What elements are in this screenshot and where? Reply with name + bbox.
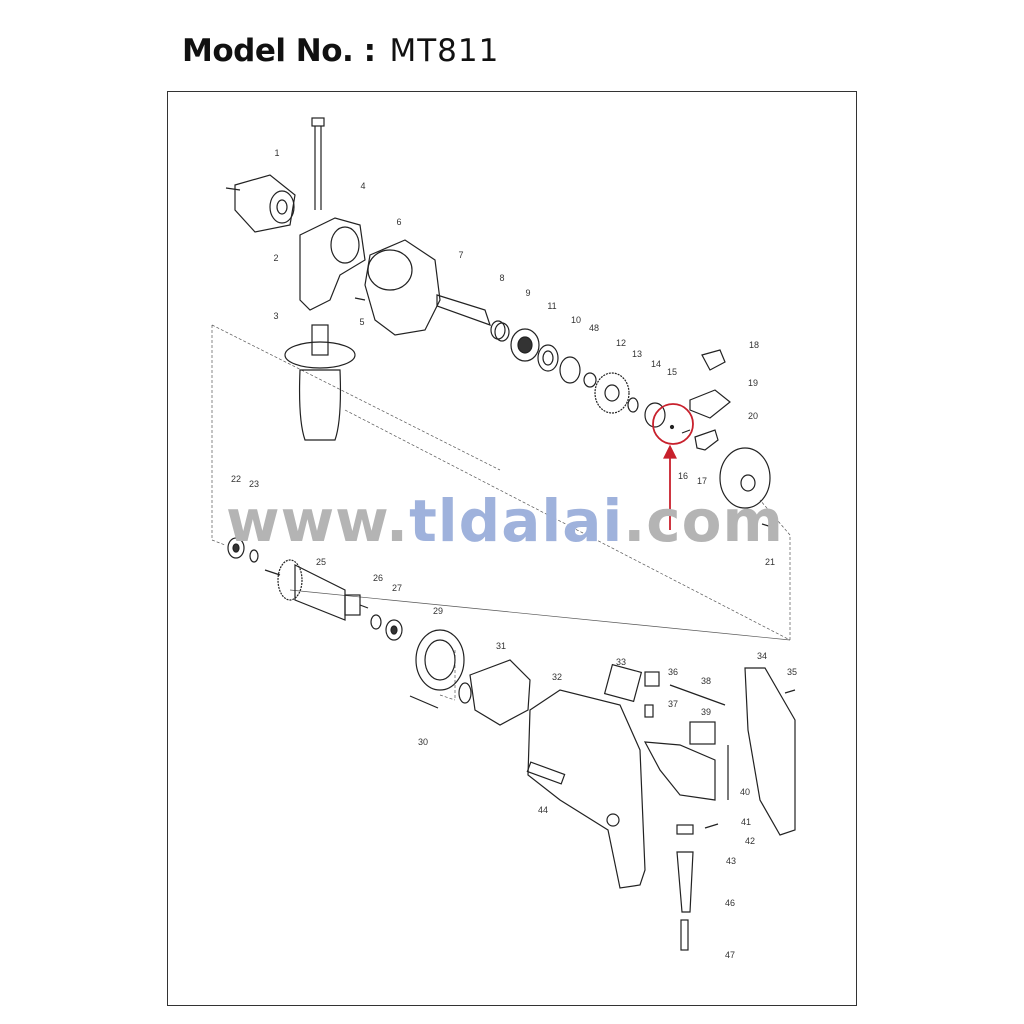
part-condenser [669,684,726,706]
part-screw [761,523,776,529]
part-number-label: 3 [273,311,279,321]
part-chuck [225,174,296,233]
part-handle-cover [744,667,796,836]
part-armature [264,559,369,621]
part-number-label: 32 [551,672,563,682]
part-cord [680,919,689,951]
part-bearing-box [719,447,771,509]
part-pin [681,429,691,434]
part-screw-42 [704,823,719,829]
part-number-label: 21 [764,557,776,567]
part-number-label: 27 [391,583,403,593]
part-number-label: 41 [740,817,752,827]
part-lock-ring [627,397,639,413]
model-title: Model No. : MT811 [182,33,499,69]
part-number-label: 31 [495,641,507,651]
watermark-prefix: www. [226,487,410,555]
part-number-label: 38 [700,676,712,686]
part-number-label: 4 [360,181,366,191]
part-depth-rod [311,117,325,210]
part-number-label: 44 [537,805,549,815]
part-number-label: 25 [315,557,327,567]
part-cord-guard [676,851,694,913]
part-switch [643,741,716,801]
part-number-label: 26 [372,573,384,583]
part-number-label: 15 [666,367,678,377]
part-ball-bearing [510,328,540,362]
part-number-label: 19 [747,378,759,388]
watermark: www.tldalai.com [226,492,784,550]
model-label: Model No. : [182,33,376,69]
part-needle-bearing [583,372,597,388]
part-number-label: 47 [724,950,736,960]
part-number-label: 5 [359,317,365,327]
part-gear-housing [354,239,441,336]
part-number-label: 16 [677,471,689,481]
part-lever [701,349,726,371]
part-number-label: 42 [744,836,756,846]
part-number-label: 22 [230,474,242,484]
part-washer-26 [370,614,382,630]
part-number-label: 33 [615,657,627,667]
part-name-plate [603,663,643,703]
part-number-label: 1 [274,148,280,158]
part-spur-gear [594,372,630,414]
part-number-label: 2 [273,253,279,263]
part-number-label: 43 [725,856,737,866]
part-number-label: 39 [700,707,712,717]
part-number-label: 37 [667,699,679,709]
part-bearing-27 [385,619,403,641]
part-number-label: 34 [756,651,768,661]
part-change-lever [689,389,731,419]
part-number-label: 14 [650,359,662,369]
part-spindle [436,294,491,326]
part-washer [537,344,559,372]
watermark-suffix: .com [623,487,784,555]
part-number-label: 20 [747,411,759,421]
part-field [458,659,531,726]
part-number-label: 17 [696,476,708,486]
diagram-frame [167,91,857,1006]
model-number: MT811 [389,33,500,69]
part-strain-relief [676,824,694,835]
part-number-label: 10 [570,315,582,325]
part-noise-suppressor [689,721,716,745]
part-number-label: 7 [458,250,464,260]
part-carbon-brush [644,704,654,718]
part-number-label: 36 [667,667,679,677]
part-caution-label [526,761,566,785]
part-sleeve [644,402,666,428]
part-number-label: 29 [432,606,444,616]
part-number-label: 23 [248,479,260,489]
part-number-label: 35 [786,667,798,677]
part-baffle-plate [415,629,465,691]
part-retaining-ring [559,356,581,384]
part-housing [527,689,646,889]
part-number-label: 46 [724,898,736,908]
part-side-grip-clamp [299,217,366,311]
part-number-label: 6 [396,217,402,227]
part-number-label: 12 [615,338,627,348]
assembly-guide-lines [211,324,791,701]
part-number-label: 30 [417,737,429,747]
part-plate [694,429,719,451]
part-number-label: 11 [547,301,557,311]
part-number-label: 40 [739,787,751,797]
part-steel-ball [669,424,675,430]
part-number-label: 18 [748,340,760,350]
part-brush-holder-cap [644,671,660,687]
part-insulation-washer [249,549,259,563]
part-long-screw [409,695,439,709]
part-spring [490,320,510,342]
part-tapping-screw [784,689,796,694]
highlight-marker [652,403,694,530]
part-number-label: 8 [499,273,505,283]
part-armature-bearing [227,537,245,559]
part-number-label: 48 [588,323,600,333]
part-number-label: 13 [631,349,643,359]
part-side-handle [284,324,356,441]
watermark-brand: tldalai [409,487,624,555]
part-number-label: 9 [525,288,531,298]
